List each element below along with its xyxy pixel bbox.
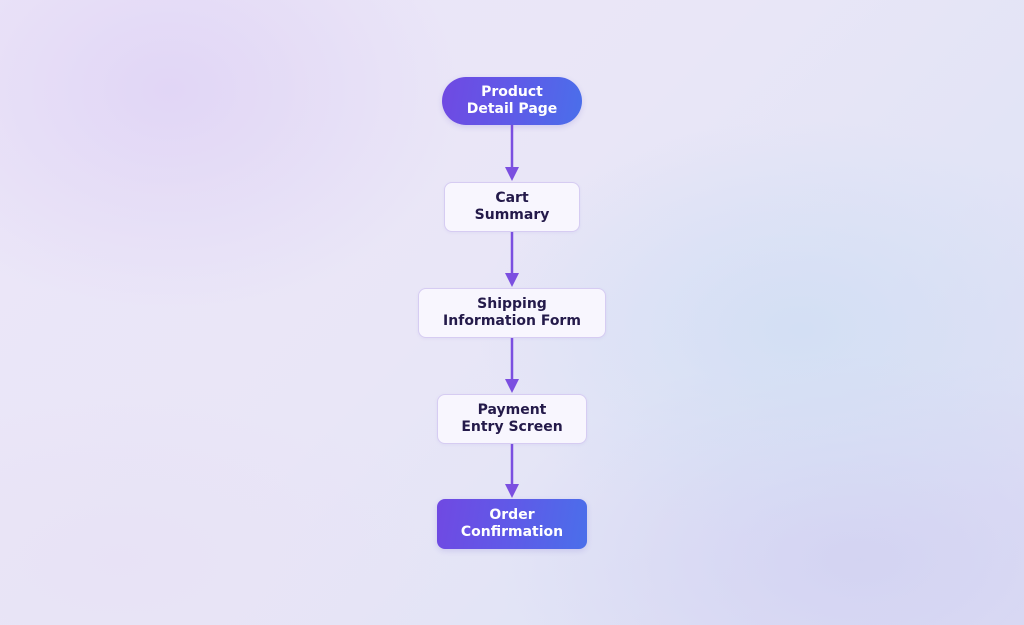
flow-step-label: Order Confirmation [460,507,564,540]
flow-step-product-detail-page: Product Detail Page [442,77,582,125]
flow-step-label: Cart Summary [474,190,550,223]
flow-step-cart-summary: Cart Summary [444,182,580,232]
flow-step-order-confirmation: Order Confirmation [437,499,587,549]
flow-arrowhead [505,167,519,181]
flow-step-payment-entry-screen: Payment Entry Screen [437,394,587,444]
flow-step-shipping-information-form: Shipping Information Form [418,288,606,338]
flow-step-label: Payment Entry Screen [461,402,563,435]
flow-step-label: Shipping Information Form [443,296,581,329]
flow-arrowhead [505,379,519,393]
flow-step-label: Product Detail Page [466,84,558,117]
flow-arrowhead [505,484,519,498]
flow-arrowhead [505,273,519,287]
